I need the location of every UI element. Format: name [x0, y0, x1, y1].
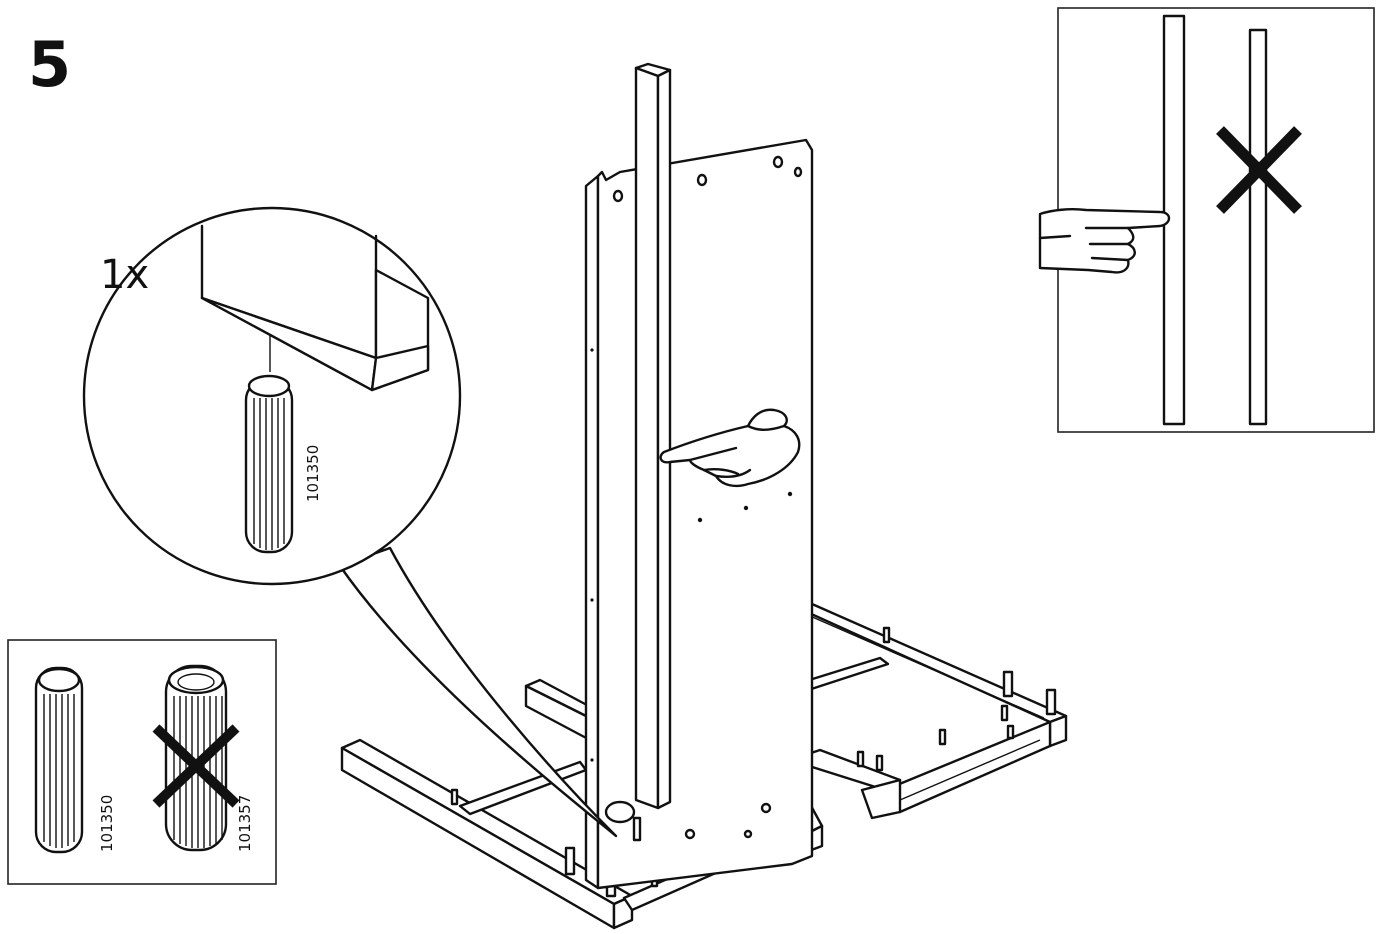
pointing-hand-icon	[659, 408, 801, 488]
wrong-part-number: 101357	[236, 795, 254, 852]
pointing-hand-icon	[1038, 208, 1171, 274]
alignment-inset	[1038, 7, 1375, 433]
step-number: 5	[28, 28, 71, 101]
detail-callout: 1x 101350	[82, 206, 618, 838]
wrong-cross-icon	[1216, 126, 1302, 214]
right-base-frame	[788, 602, 1068, 820]
side-panel	[584, 138, 814, 890]
quantity-label: 1x	[100, 252, 149, 298]
right-frame-fittings	[856, 626, 1057, 772]
wrong-cross-icon	[152, 724, 240, 808]
correct-dowel: 101350	[34, 666, 116, 854]
dowel-comparison-inset: 101350 101357	[7, 639, 277, 885]
vertical-strip	[634, 62, 672, 810]
callout-part-number: 101350	[304, 445, 322, 502]
correct-part-number: 101350	[98, 795, 116, 852]
wrong-dowel: 101357	[152, 664, 254, 852]
